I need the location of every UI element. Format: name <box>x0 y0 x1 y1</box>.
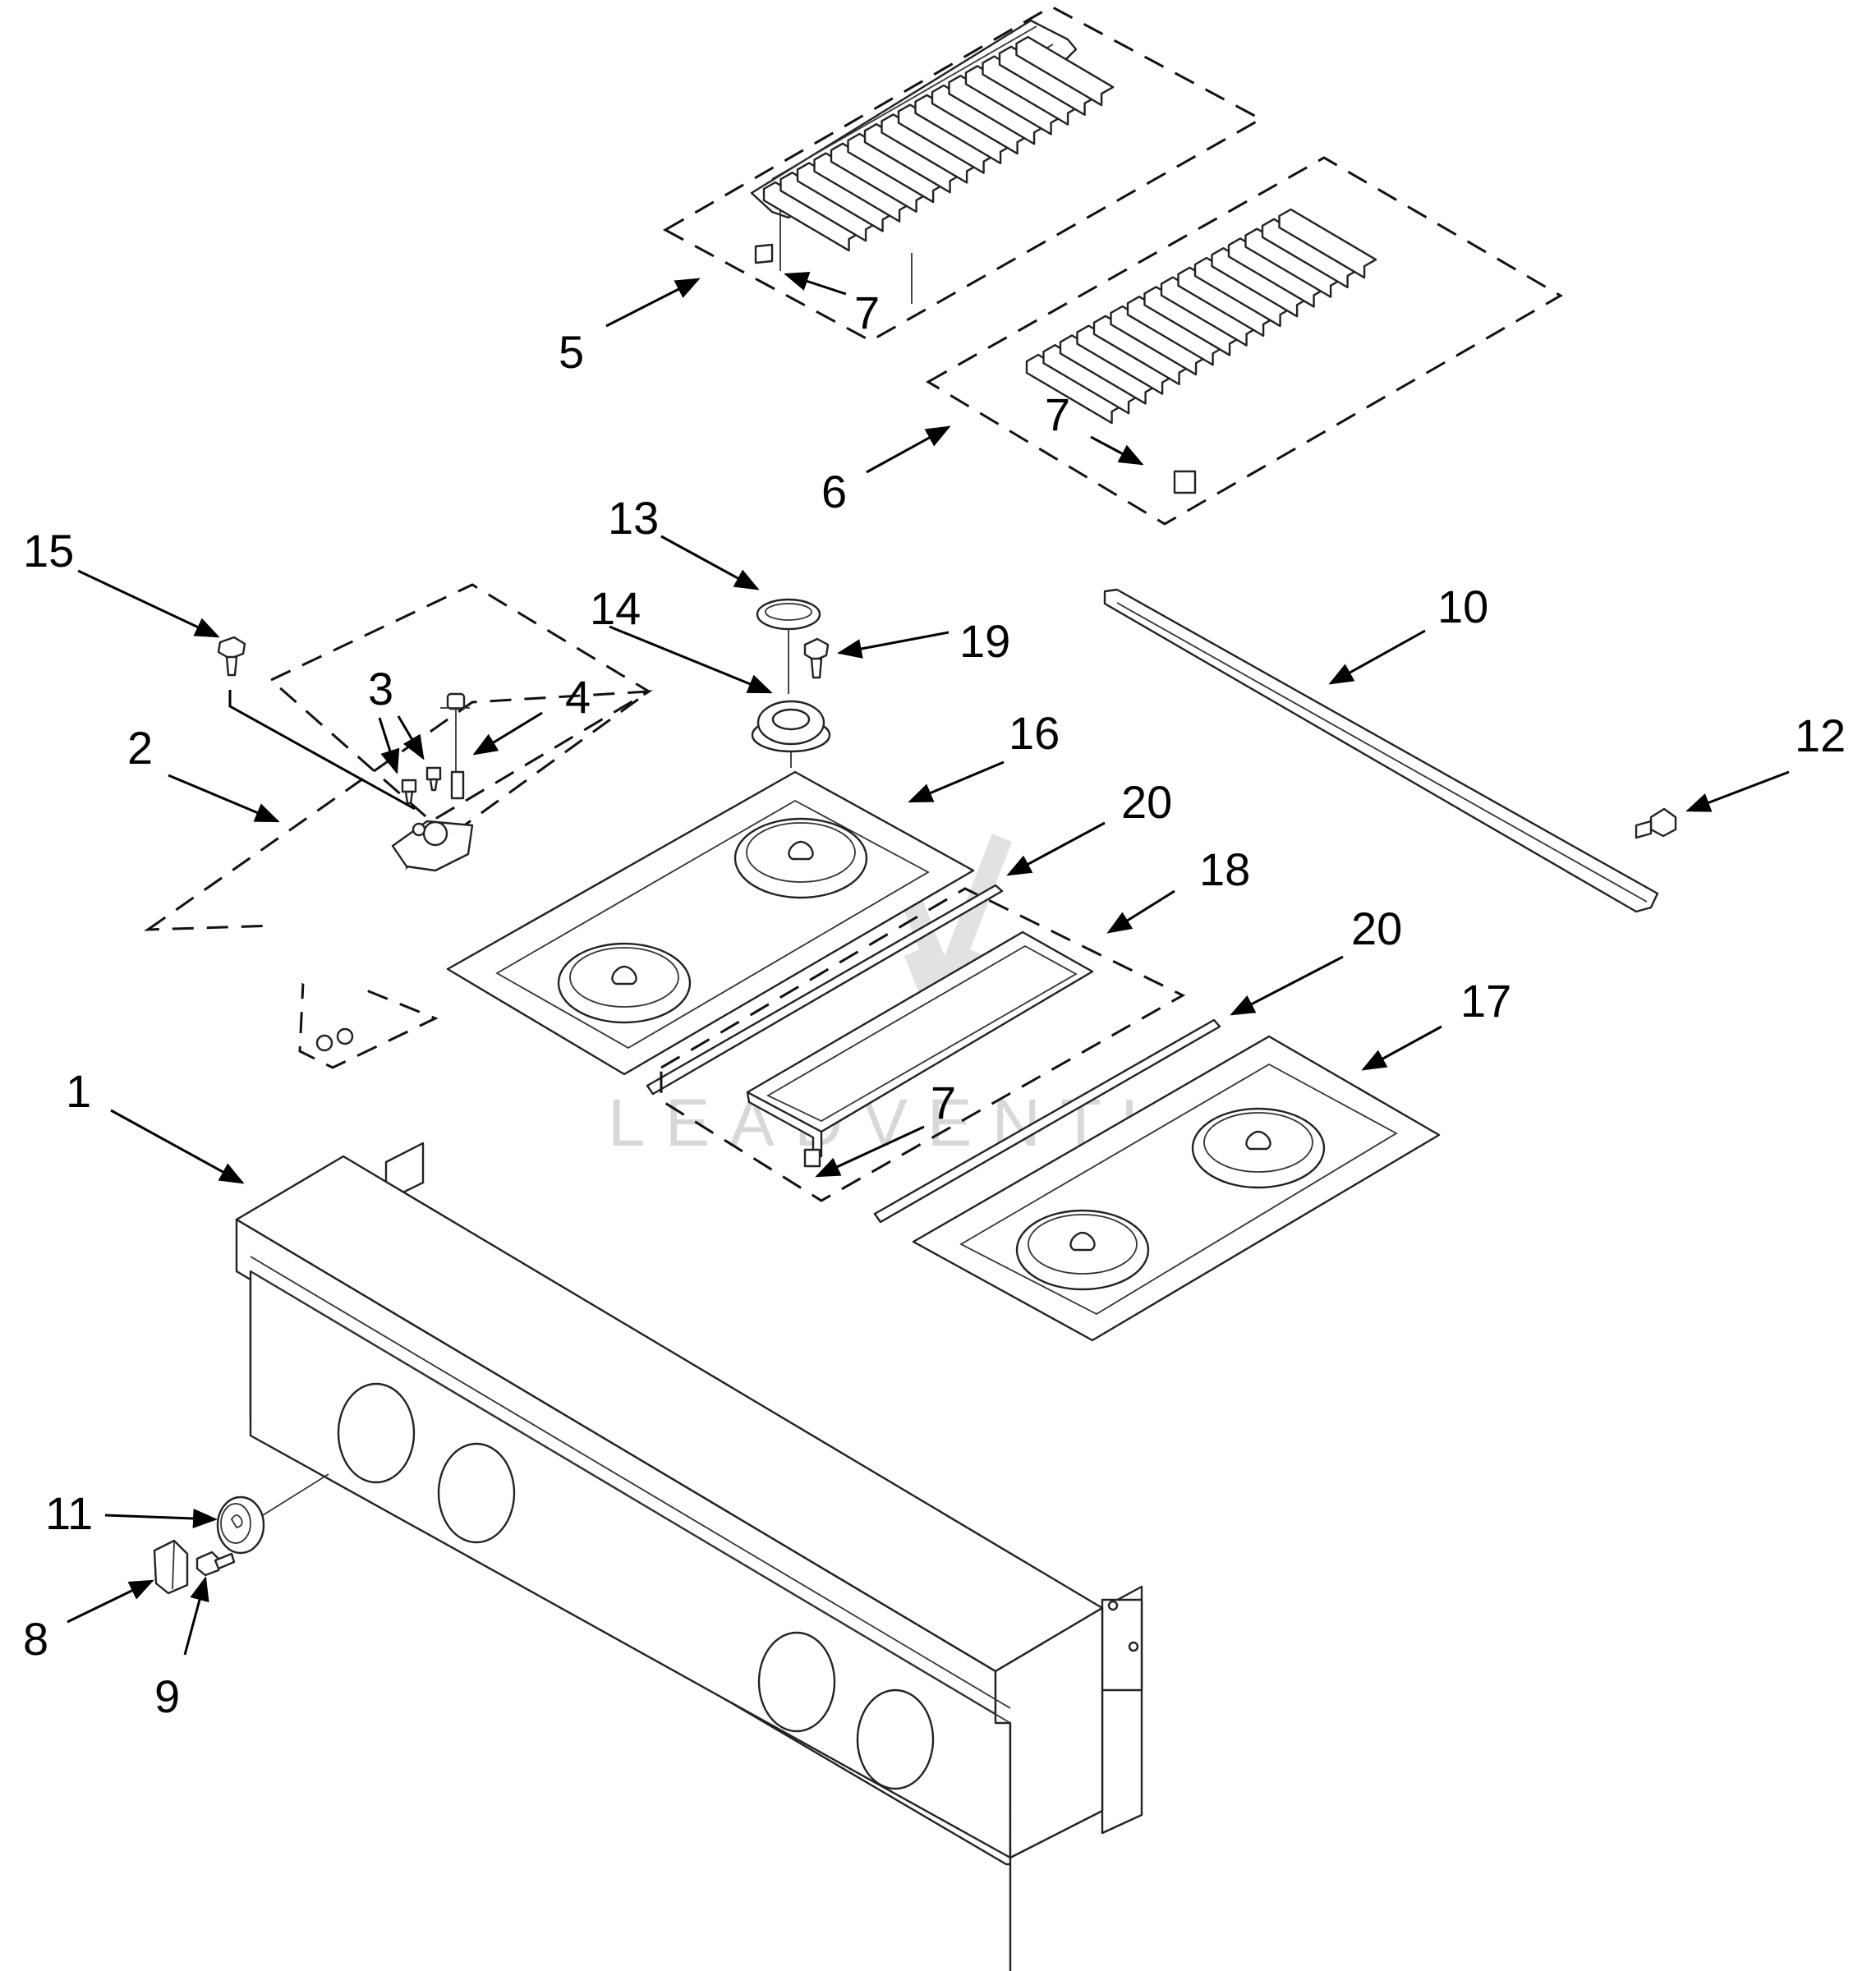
grate-bar <box>863 122 963 194</box>
callout-10: 10 <box>1437 581 1488 632</box>
grate-bar <box>1193 256 1293 328</box>
callout-16: 16 <box>1009 707 1060 759</box>
grate-bar <box>964 65 1064 136</box>
callout-9: 9 <box>154 1670 180 1722</box>
strip-part-20b <box>873 1018 1221 1224</box>
rail-part-10 <box>1103 588 1659 913</box>
callout-3: 3 <box>368 663 393 714</box>
grate-bar <box>779 171 879 242</box>
callout-labels: 5 7 6 7 13 14 19 15 3 4 2 10 12 16 20 18… <box>23 287 1846 1722</box>
grate-bar <box>796 162 895 232</box>
grate-bar <box>1177 266 1276 338</box>
callout-15: 15 <box>23 525 74 577</box>
grate-bar <box>948 74 1047 145</box>
grate-bar <box>1092 315 1192 386</box>
callout-20-top: 20 <box>1121 776 1172 828</box>
grate-bar <box>813 152 913 223</box>
screw-part-3 <box>401 766 442 805</box>
grate-bar <box>1211 247 1310 318</box>
tray-part-18 <box>660 887 1186 1202</box>
grate-bar <box>998 45 1097 117</box>
grate-part-6 <box>926 156 1563 526</box>
grate-bar <box>982 55 1081 126</box>
callout-17: 17 <box>1460 975 1511 1027</box>
grate-bar <box>1110 305 1209 376</box>
grate-bar <box>1042 344 1142 415</box>
grate-6-bars <box>1025 208 1377 425</box>
grate-bar <box>847 132 946 204</box>
grate-bar <box>1244 227 1344 298</box>
screw-part-9 <box>195 1551 236 1577</box>
burner-pan-part-17 <box>912 1035 1441 1342</box>
grate-bar <box>762 181 862 252</box>
igniter-part-4 <box>440 692 470 800</box>
knob-part-8 <box>153 1539 189 1595</box>
grate-bar <box>931 84 1030 155</box>
strip-part-20a <box>646 884 1004 1096</box>
callout-19: 19 <box>959 615 1010 667</box>
callout-2: 2 <box>127 722 153 774</box>
burner-head-part-14 <box>751 700 831 768</box>
callout-1: 1 <box>66 1065 91 1117</box>
callout-4: 4 <box>565 671 591 723</box>
callout-11: 11 <box>45 1487 93 1539</box>
callout-18: 18 <box>1199 843 1250 895</box>
grate-bar <box>1126 296 1225 366</box>
screw-part-19 <box>803 637 830 679</box>
grate-bar <box>1025 353 1124 425</box>
bezel-part-11 <box>216 1473 329 1555</box>
callout-14: 14 <box>590 582 641 634</box>
grate-bar <box>881 113 980 184</box>
grate-bar <box>1278 208 1377 279</box>
grate-bar <box>1059 334 1158 405</box>
grate-bar <box>1015 35 1115 107</box>
grate-bar <box>1160 276 1259 347</box>
grate-bar <box>1227 237 1327 308</box>
grate-part-5 <box>662 5 1264 342</box>
callout-7-right: 7 <box>1045 388 1070 440</box>
callout-13: 13 <box>608 492 659 544</box>
callout-20-bottom: 20 <box>1351 903 1402 954</box>
burner-valve-assembly <box>144 583 654 1069</box>
callout-7-bottom: 7 <box>931 1077 956 1128</box>
callout-12: 12 <box>1795 710 1846 761</box>
burner-pan-part-16 <box>446 770 975 1076</box>
callout-7-top: 7 <box>854 287 880 338</box>
grate-bar <box>1076 324 1175 395</box>
grate-bar <box>914 94 1014 165</box>
grate-bar <box>1261 218 1360 289</box>
burner-cap-part-13 <box>756 598 821 694</box>
leader-lines <box>67 272 1790 1656</box>
callout-8: 8 <box>23 1613 48 1665</box>
grate-5-bars <box>762 35 1115 252</box>
callout-5: 5 <box>559 326 584 378</box>
screw-part-12 <box>1635 807 1677 839</box>
grate-bar <box>897 103 996 174</box>
screw-part-15 <box>217 636 416 811</box>
callout-6: 6 <box>821 466 847 517</box>
grate-bar <box>1143 286 1243 356</box>
grate-bar <box>830 142 929 214</box>
control-panel-part-1 <box>235 1142 1143 1971</box>
